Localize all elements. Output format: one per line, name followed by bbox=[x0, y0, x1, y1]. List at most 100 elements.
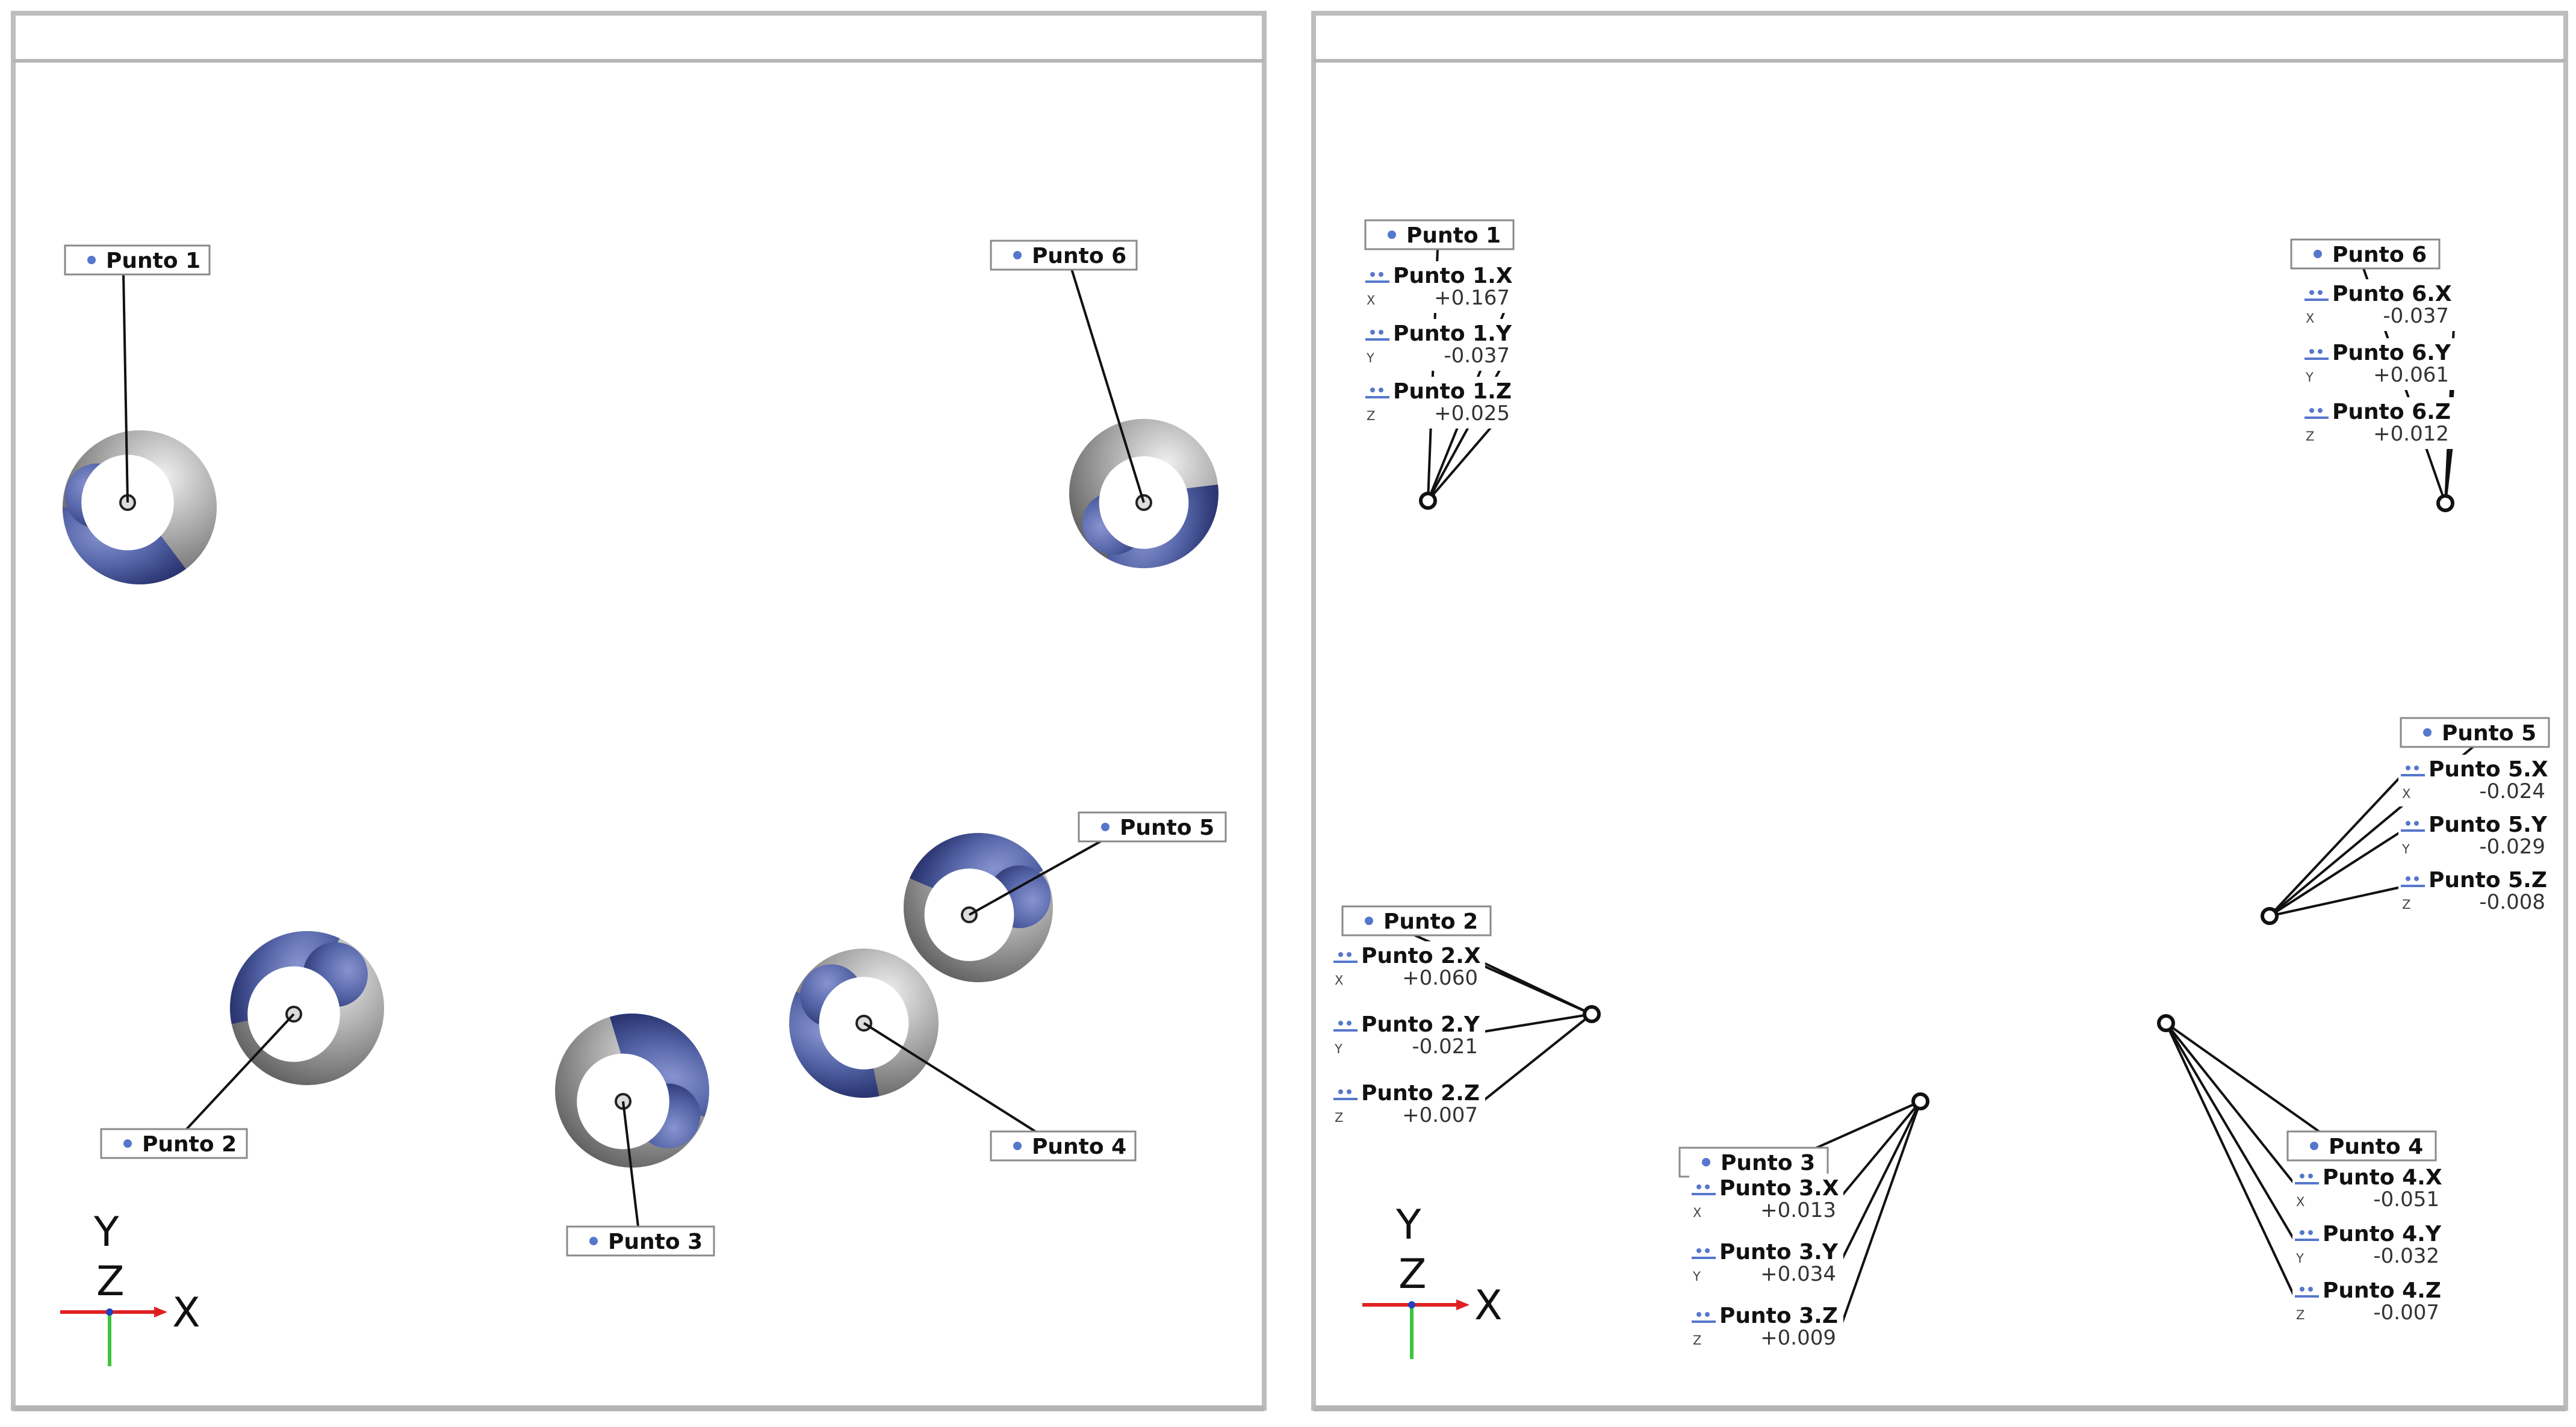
measurement-5-y[interactable]: Punto 5.YY-0.029 bbox=[2398, 810, 2553, 862]
measurement-icon-dot bbox=[1696, 1184, 1701, 1189]
measurement-axis: Z bbox=[1367, 409, 1375, 423]
measurement-bg bbox=[2398, 810, 2553, 862]
leader-line-3 bbox=[622, 1101, 639, 1227]
measurement-icon-dot bbox=[2414, 876, 2419, 881]
point-label-text: Punto 2 bbox=[1383, 909, 1478, 934]
measurement-4-x[interactable]: Punto 4.XX-0.051 bbox=[2292, 1163, 2447, 1215]
point-label-1[interactable]: Punto 1 bbox=[64, 244, 211, 276]
measurement-leader bbox=[1841, 1101, 1922, 1323]
measurement-6-z[interactable]: Punto 6.ZZ+0.012 bbox=[2302, 397, 2456, 449]
arrow-right-icon bbox=[154, 1307, 167, 1317]
measurement-icon-dot bbox=[1370, 330, 1375, 335]
dot-icon bbox=[1101, 823, 1110, 831]
z-axis-dot bbox=[106, 1308, 113, 1316]
measurement-axis: Y bbox=[1334, 1042, 1342, 1056]
measurement-5-z[interactable]: Punto 5.ZZ-0.008 bbox=[2398, 865, 2553, 917]
measurement-bg bbox=[2292, 1163, 2447, 1215]
point-label-2[interactable]: Punto 2 bbox=[100, 1128, 248, 1159]
sphere-3[interactable] bbox=[555, 1002, 731, 1168]
measurement-bg bbox=[2302, 338, 2456, 390]
measurement-icon bbox=[1365, 330, 1389, 341]
measurement-name: Punto 2.Y bbox=[1361, 1012, 1480, 1037]
point-label-6[interactable]: Punto 6 bbox=[990, 240, 1138, 271]
measurement-name: Punto 4.Y bbox=[2323, 1222, 2442, 1246]
measurement-icon-dot bbox=[2309, 408, 2314, 413]
measurement-icon-dot bbox=[1347, 952, 1352, 957]
point-label-text: Punto 4 bbox=[1032, 1134, 1126, 1159]
measurement-1-z[interactable]: Punto 1.ZZ+0.025 bbox=[1363, 377, 1517, 429]
measurement-icon bbox=[1333, 1089, 1358, 1100]
point-label-box bbox=[2290, 238, 2441, 270]
measurement-icon-dot bbox=[1379, 388, 1383, 392]
measurement-3-z[interactable]: Punto 3.ZZ+0.009 bbox=[1689, 1301, 1843, 1353]
dot-icon bbox=[87, 256, 96, 264]
sphere-1[interactable] bbox=[63, 430, 217, 584]
point-label-3[interactable]: Punto 3 bbox=[566, 1225, 715, 1257]
measurement-axis: Y bbox=[2401, 842, 2410, 856]
point-label-r2[interactable]: Punto 2 bbox=[1341, 905, 1492, 936]
measurement-icon-dot bbox=[2318, 290, 2323, 295]
measurement-icon bbox=[1333, 952, 1358, 963]
measurement-value: +0.060 bbox=[1402, 966, 1478, 990]
point-label-text: Punto 4 bbox=[2329, 1134, 2423, 1159]
sphere-5[interactable] bbox=[902, 806, 1063, 982]
measurement-value: -0.008 bbox=[2479, 890, 2545, 914]
measurement-icon-dot bbox=[1338, 1089, 1343, 1094]
point-label-r4[interactable]: Punto 4 bbox=[2286, 1130, 2437, 1162]
measurement-leader bbox=[2269, 886, 2401, 917]
measurement-value: +0.167 bbox=[1434, 286, 1510, 310]
point-label-text: Punto 1 bbox=[106, 249, 200, 273]
measurement-4-y[interactable]: Punto 4.YY-0.032 bbox=[2292, 1219, 2447, 1271]
measurement-leader bbox=[1841, 1100, 1922, 1196]
measurement-axis: X bbox=[1335, 973, 1343, 988]
measurement-4-z[interactable]: Punto 4.ZZ-0.007 bbox=[2292, 1276, 2447, 1328]
measurement-value: -0.024 bbox=[2479, 779, 2545, 803]
point-label-r3[interactable]: Punto 3 bbox=[1678, 1147, 1829, 1178]
z-axis-label: Z bbox=[96, 1258, 125, 1305]
point-marker bbox=[1911, 1092, 1929, 1110]
measurement-5-x[interactable]: Punto 5.XX-0.024 bbox=[2398, 755, 2553, 806]
y-axis-label: Y bbox=[1395, 1201, 1421, 1249]
measurement-2-x[interactable]: Punto 2.XX+0.060 bbox=[1331, 941, 1485, 993]
measurement-name: Punto 5.Z bbox=[2429, 868, 2547, 893]
leader-line-2 bbox=[185, 1013, 295, 1130]
y-axis-label: Y bbox=[93, 1209, 119, 1256]
measurement-icon bbox=[1692, 1184, 1716, 1195]
measurement-axis: Y bbox=[2295, 1251, 2304, 1266]
measurement-1-y[interactable]: Punto 1.YY-0.037 bbox=[1363, 319, 1517, 371]
measurement-1-x[interactable]: Punto 1.XX+0.167 bbox=[1363, 261, 1517, 313]
measurement-axis: Y bbox=[2305, 370, 2314, 385]
point-label-r6[interactable]: Punto 6 bbox=[2290, 238, 2441, 270]
x-axis-label: X bbox=[1474, 1282, 1503, 1329]
measurement-name: Punto 1.Z bbox=[1393, 379, 1512, 404]
measurement-6-x[interactable]: Punto 6.XX-0.037 bbox=[2302, 279, 2456, 331]
measurement-2-y[interactable]: Punto 2.YY-0.021 bbox=[1331, 1010, 1485, 1062]
measurement-bg bbox=[1331, 1010, 1485, 1062]
point-label-text: Punto 3 bbox=[608, 1230, 703, 1254]
measurement-3-y[interactable]: Punto 3.YY+0.034 bbox=[1689, 1237, 1843, 1289]
measurement-name: Punto 2.Z bbox=[1361, 1081, 1480, 1106]
point-label-r1[interactable]: Punto 1 bbox=[1364, 219, 1515, 250]
measurement-value: -0.029 bbox=[2479, 835, 2545, 859]
left-viewport[interactable]: Punto 1 Punto 2 Punto 3 Punto 4 Punto 5 Punto… bbox=[60, 240, 1231, 1366]
point-label-4[interactable]: Punto 4 bbox=[990, 1130, 1137, 1162]
measurement-icon-dot bbox=[2300, 1230, 2304, 1235]
point-marker bbox=[1583, 1005, 1601, 1023]
measurement-bg bbox=[1331, 941, 1485, 993]
measurement-2-z[interactable]: Punto 2.ZZ+0.007 bbox=[1331, 1079, 1485, 1130]
measurement-icon-dot bbox=[1370, 388, 1375, 392]
point-label-5[interactable]: Punto 5 bbox=[1078, 811, 1227, 843]
measurement-3-x[interactable]: Punto 3.XX+0.013 bbox=[1689, 1174, 1843, 1225]
point-label-r5[interactable]: Punto 5 bbox=[2400, 717, 2550, 748]
measurement-6-y[interactable]: Punto 6.YY+0.061 bbox=[2302, 338, 2456, 390]
dot-icon bbox=[1013, 251, 1022, 259]
measurement-value: +0.061 bbox=[2373, 363, 2449, 387]
sphere-2[interactable] bbox=[218, 906, 384, 1085]
